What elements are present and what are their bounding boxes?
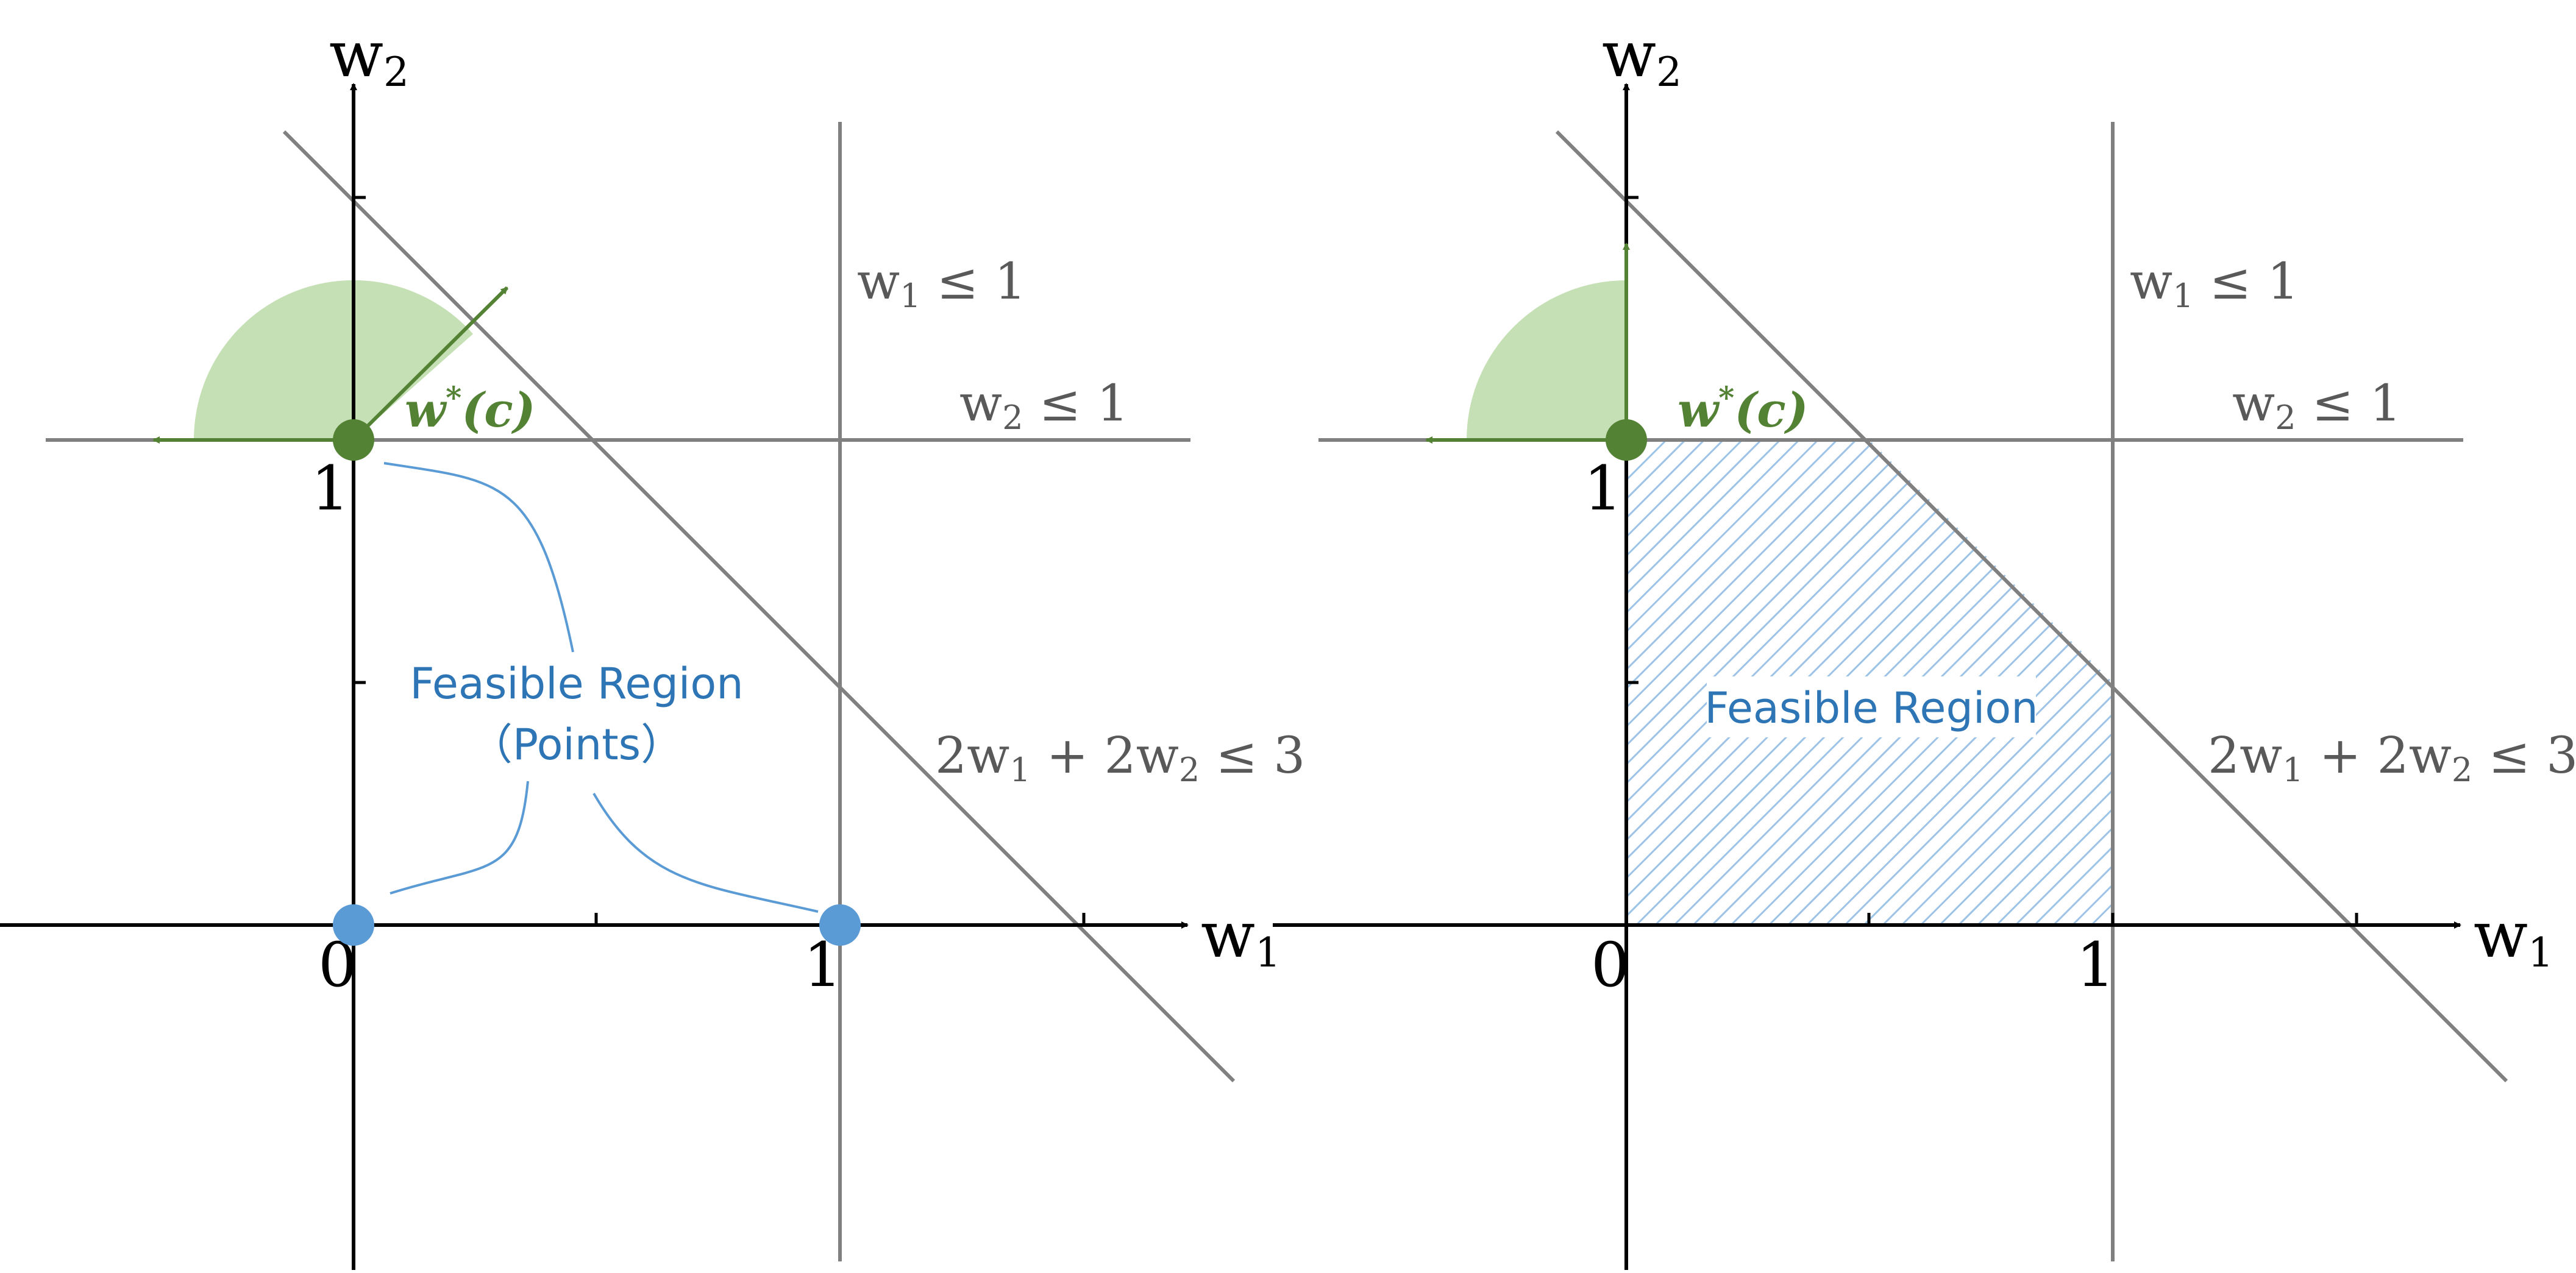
region-label-line-1: Feasible Region [1704, 683, 2038, 733]
optimum-label: w*(c) [1678, 380, 1809, 438]
constraint-label-sum: 2w1 + 2w2 ≤ 3 [935, 727, 1305, 789]
optimality-cone [193, 280, 473, 440]
origin-label: 0 [1591, 929, 1630, 1001]
optimal-point [1606, 419, 1647, 461]
optimal-point [333, 419, 374, 461]
y-axis-label: w2 [1602, 17, 1682, 96]
feasible-point [819, 904, 861, 946]
x-one-label: 1 [2076, 929, 2115, 1001]
y-one-label: 1 [311, 453, 350, 524]
optimum-label: w*(c) [405, 380, 536, 438]
constraint-line-sum [1555, 130, 2508, 1083]
right-panel: w2 w1 0 1 1 w1 ≤ 1 w2 ≤ 1 2w1 + 2w2 ≤ 3 … [1273, 17, 2576, 1270]
region-label-line-1: Feasible Region [410, 659, 743, 709]
feasible-point [333, 904, 374, 946]
x-axis-label: w1 [2474, 898, 2553, 976]
constraint-label-w2: w2 ≤ 1 [959, 375, 1129, 437]
constraint-label-w2: w2 ≤ 1 [2232, 375, 2402, 437]
optimality-cone [1467, 280, 1626, 440]
region-label-background [1707, 676, 2036, 737]
constraint-line-sum [282, 130, 1236, 1083]
region-label-line-2: （Points） [470, 720, 683, 770]
constraint-label-w1: w1 ≤ 1 [857, 253, 1026, 315]
left-panel: w2 w1 0 1 1 w1 ≤ 1 w2 ≤ 1 2w1 + 2w2 ≤ 3 … [0, 17, 1305, 1270]
y-axis-label: w2 [329, 17, 409, 96]
callout-curve-left [390, 781, 529, 895]
callout-curve-right [592, 792, 819, 913]
x-axis-label: w1 [1201, 898, 1281, 976]
constraint-label-sum: 2w1 + 2w2 ≤ 3 [2208, 727, 2576, 789]
objective-arrow [352, 286, 509, 442]
callout-curve-top [383, 462, 574, 653]
constraint-label-w1: w1 ≤ 1 [2130, 253, 2299, 315]
y-one-label: 1 [1584, 453, 1623, 524]
